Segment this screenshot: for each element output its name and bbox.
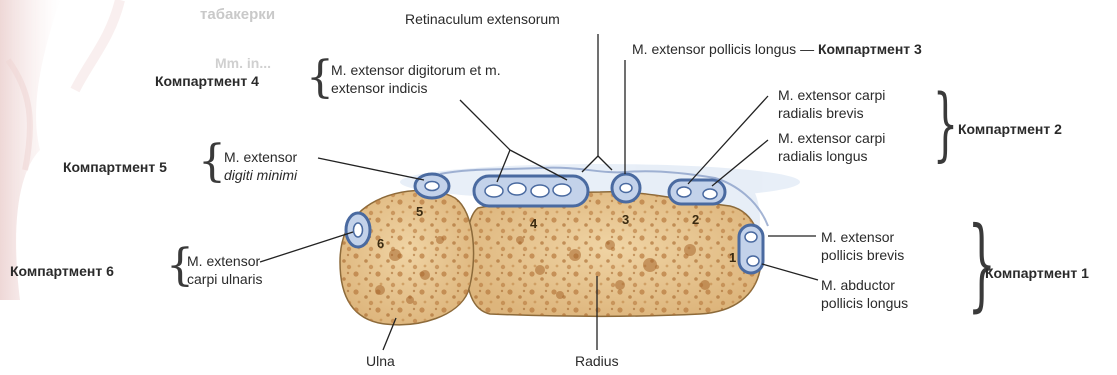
label-ecu-line1: M. extensor [187, 252, 260, 270]
label-apl-line2: pollicis longus [821, 294, 908, 312]
compartment-number-2: 2 [692, 212, 699, 227]
label-ecrl-line1: M. extensor carpi [778, 129, 885, 147]
label-ecrb-line1: M. extensor carpi [778, 86, 885, 104]
label-epb-line2: pollicis brevis [821, 246, 904, 264]
compartment-1-sheath [739, 225, 763, 273]
label-ulna: Ulna [366, 352, 395, 370]
compartment-number-4: 4 [530, 216, 538, 231]
radius-bone [466, 192, 761, 317]
label-compartment-6: Компартмент 6 [10, 262, 114, 280]
compartment-6-sheath [346, 213, 370, 247]
compartment-number-5: 5 [416, 204, 423, 219]
label-edm-line1: M. extensor [224, 148, 297, 166]
label-extensor-pollicis-longus: M. extensor pollicis longus — Компартмен… [632, 40, 922, 58]
label-edc-line2: extensor indicis [331, 79, 428, 97]
brace-compartment-2: } [933, 84, 958, 164]
label-compartment-4: Компартмент 4 [155, 72, 259, 90]
label-compartment-5: Компартмент 5 [63, 158, 167, 176]
label-apl-line1: M. abductor [821, 276, 895, 294]
label-ecu-line2: carpi ulnaris [187, 270, 262, 288]
label-epl-text: M. extensor pollicis longus — [632, 41, 814, 57]
brace-compartment-4: { [306, 56, 334, 100]
compartment-number-1: 1 [729, 250, 736, 265]
background-tissue [0, 0, 120, 300]
compartment-number-6: 6 [377, 236, 384, 251]
label-retinaculum-extensorum: Retinaculum extensorum [405, 10, 560, 28]
label-compartment-1: Компартмент 1 [985, 264, 1089, 282]
label-epb-line1: M. extensor [821, 228, 894, 246]
compartment-5-sheath [415, 174, 449, 198]
compartment-2-sheath [669, 180, 725, 204]
label-compartment-2: Компартмент 2 [958, 120, 1062, 138]
compartment-number-3: 3 [622, 212, 629, 227]
label-ecrl-line2: radialis longus [778, 147, 868, 165]
compartment-4-sheath [474, 176, 588, 206]
compartment-3-sheath [612, 174, 640, 202]
label-ecrb-line2: radialis brevis [778, 104, 864, 122]
brace-compartment-5: { [198, 140, 226, 184]
label-radius: Radius [575, 352, 619, 370]
ulna-bone [340, 190, 474, 324]
label-edc-line1: M. extensor digitorum et m. [331, 61, 501, 79]
label-edm-line2: digiti minimi [224, 166, 297, 184]
label-compartment-3: Компартмент 3 [818, 41, 922, 57]
